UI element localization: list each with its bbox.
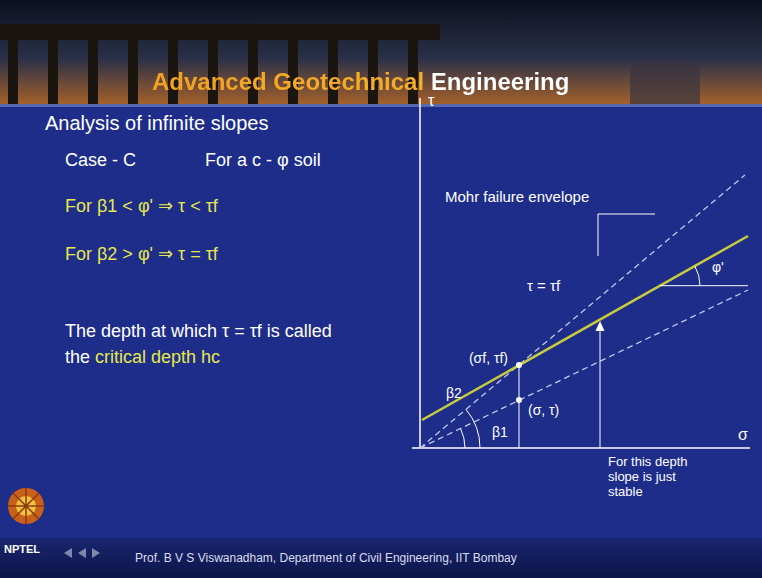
footer-text: Prof. B V S Viswanadham, Department of C… bbox=[135, 552, 517, 566]
logo-text: NPTEL bbox=[4, 543, 40, 556]
point-label: τ = τf bbox=[527, 277, 560, 294]
note-text: For this depth slope is just stable bbox=[608, 455, 708, 500]
soil-type: For a c - φ soil bbox=[205, 150, 321, 171]
angle-arc bbox=[461, 429, 466, 449]
aqueduct-arches bbox=[18, 30, 408, 40]
point-label: (σf, τf) bbox=[469, 350, 508, 366]
slide-heading: Analysis of infinite slopes bbox=[45, 112, 268, 135]
axis-label: σ bbox=[738, 426, 748, 444]
tau-axis bbox=[419, 98, 421, 448]
sigma-axis bbox=[412, 447, 750, 449]
stress-point bbox=[516, 362, 522, 368]
banner-rule bbox=[0, 104, 762, 107]
beta2-line bbox=[420, 175, 745, 448]
angle-label: β2 bbox=[446, 385, 462, 401]
point-label: (σ, τ) bbox=[528, 402, 559, 418]
angle-arc bbox=[466, 409, 480, 448]
angle-label: β1 bbox=[492, 424, 508, 440]
nav-icons bbox=[64, 548, 100, 558]
curve-label: Mohr failure envelope bbox=[445, 188, 589, 205]
case-label: Case - C bbox=[65, 150, 136, 171]
definition-paragraph: The depth at which τ = τf is called thec… bbox=[65, 318, 337, 370]
beta1-line bbox=[420, 290, 748, 448]
angle-label: φ' bbox=[712, 259, 724, 275]
aqueduct-deck bbox=[0, 24, 440, 40]
definition-term: critical depth hc bbox=[95, 347, 220, 367]
construction-line bbox=[660, 285, 748, 286]
condition-text: For β2 > φ' ⇒ τ = τf bbox=[65, 244, 218, 265]
condition-text: For β1 < φ' ⇒ τ < τf bbox=[65, 196, 218, 217]
construction-line bbox=[519, 365, 520, 448]
stress-point bbox=[516, 397, 522, 403]
axis-label: τ bbox=[428, 92, 434, 110]
footer-bar bbox=[0, 538, 762, 578]
slide-title: Advanced Geotechnical Engineering bbox=[152, 68, 569, 96]
leader-line bbox=[598, 214, 655, 256]
arrow-head bbox=[596, 321, 605, 331]
logo bbox=[8, 488, 44, 524]
failure-envelope bbox=[422, 236, 748, 420]
angle-arc bbox=[695, 266, 700, 286]
banner-photo bbox=[0, 0, 762, 106]
logo bbox=[8, 488, 44, 524]
construction-line bbox=[600, 330, 601, 448]
banner-picture bbox=[630, 62, 700, 104]
